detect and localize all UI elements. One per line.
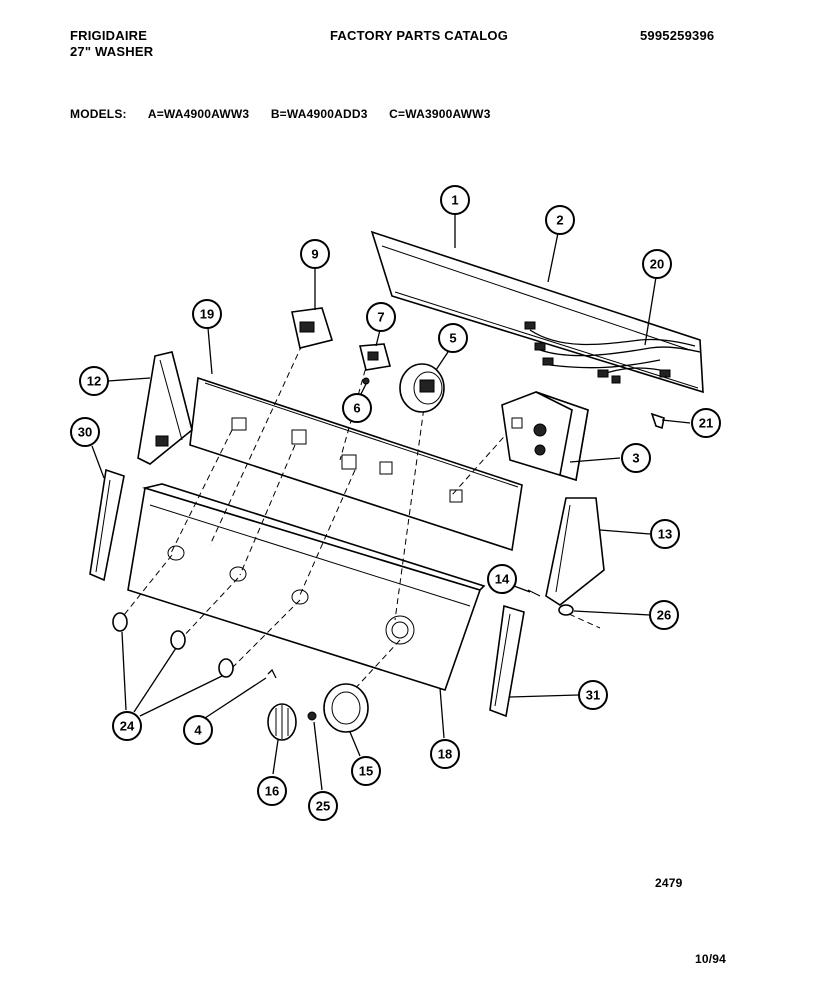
svg-text:25: 25 <box>316 799 330 814</box>
callout-30: 30 <box>70 417 100 447</box>
switch-part <box>291 307 334 349</box>
timer-knob-part <box>267 703 297 741</box>
svg-text:19: 19 <box>200 307 214 322</box>
callout-31: 31 <box>578 680 608 710</box>
spring-part <box>267 668 277 679</box>
svg-text:2: 2 <box>556 213 563 228</box>
callout-25: 25 <box>308 791 338 821</box>
svg-text:24: 24 <box>120 719 135 734</box>
right-trim-part <box>489 604 525 718</box>
svg-text:4: 4 <box>194 723 202 738</box>
svg-text:9: 9 <box>311 247 318 262</box>
timer-part <box>399 363 445 413</box>
front-console-part <box>127 483 486 691</box>
svg-text:6: 6 <box>353 401 360 416</box>
svg-text:31: 31 <box>586 688 600 703</box>
svg-text:18: 18 <box>438 747 452 762</box>
callout-6: 6 <box>342 393 372 423</box>
screw-14-part <box>527 589 541 597</box>
callout-9: 9 <box>300 239 330 269</box>
svg-text:5: 5 <box>449 331 456 346</box>
screw-part <box>362 377 370 385</box>
model-a: A=WA4900AWW3 <box>147 107 250 121</box>
callout-14: 14 <box>487 564 517 594</box>
svg-text:14: 14 <box>495 572 510 587</box>
callout-21: 21 <box>691 408 721 438</box>
svg-text:21: 21 <box>699 416 713 431</box>
callout-4: 4 <box>183 715 213 745</box>
svg-text:30: 30 <box>78 425 92 440</box>
nut-part <box>558 604 574 616</box>
callout-5: 5 <box>438 323 468 353</box>
callout-19: 19 <box>192 299 222 329</box>
left-end-cap-part <box>137 351 193 465</box>
callout-7: 7 <box>366 302 396 332</box>
svg-text:16: 16 <box>265 784 279 799</box>
date-code: 10/94 <box>695 952 727 966</box>
svg-text:20: 20 <box>650 257 664 272</box>
callout-18: 18 <box>430 739 460 769</box>
svg-text:1: 1 <box>451 193 458 208</box>
svg-text:13: 13 <box>658 527 672 542</box>
wiring-harness-part <box>524 321 701 384</box>
catalog-title: FACTORY PARTS CATALOG <box>330 28 509 43</box>
product-name: 27" WASHER <box>70 44 154 59</box>
models-line: MODELS: A=WA4900AWW3 B=WA4900ADD3 C=WA39… <box>70 107 509 121</box>
washer-part <box>307 711 317 721</box>
model-c: C=WA3900AWW3 <box>389 107 491 121</box>
brand-name: FRIGIDAIRE <box>70 28 148 43</box>
callout-13: 13 <box>650 519 680 549</box>
selector-switch-part <box>358 343 392 371</box>
callout-15: 15 <box>351 756 381 786</box>
catalog-number: 5995259396 <box>640 28 715 43</box>
models-label: MODELS: <box>70 107 127 121</box>
svg-text:12: 12 <box>87 374 101 389</box>
left-trim-part <box>89 468 125 582</box>
model-b: B=WA4900ADD3 <box>270 107 368 121</box>
dial-part <box>323 683 369 733</box>
console-panel-part <box>189 376 523 552</box>
callout-12: 12 <box>79 366 109 396</box>
diagram-code: 2479 <box>655 876 683 890</box>
knob-part <box>112 612 234 678</box>
callout-26: 26 <box>649 600 679 630</box>
control-module-part <box>501 391 589 482</box>
callout-24: 24 <box>112 711 142 741</box>
callout-3: 3 <box>621 443 651 473</box>
clip-part <box>650 412 665 430</box>
leader-lines <box>91 213 691 791</box>
callout-2: 2 <box>545 205 575 235</box>
svg-text:3: 3 <box>632 451 639 466</box>
callout-16: 16 <box>257 776 287 806</box>
callout-20: 20 <box>642 249 672 279</box>
callout-1: 1 <box>440 185 470 215</box>
svg-text:15: 15 <box>359 764 373 779</box>
svg-text:7: 7 <box>377 310 384 325</box>
svg-text:26: 26 <box>657 608 671 623</box>
right-end-cap-part <box>545 497 605 606</box>
